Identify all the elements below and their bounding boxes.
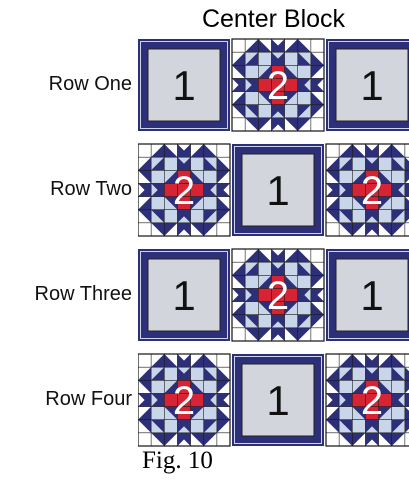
star-cell (339, 197, 352, 210)
block-number: 1 (172, 62, 195, 109)
star-cell (392, 380, 405, 393)
star-cell (245, 302, 258, 315)
framed-block-2: 1 (326, 39, 409, 131)
star-cell (151, 170, 164, 183)
row-label-three: Row Three (0, 282, 132, 306)
star-cell (298, 92, 311, 105)
block-number: 1 (266, 377, 289, 424)
framed-block-2: 1 (326, 249, 409, 341)
star-cell (245, 92, 258, 105)
block-number: 1 (172, 272, 195, 319)
star-cell (151, 197, 164, 210)
star-block-0: 2 (138, 354, 230, 446)
star-cell (245, 275, 258, 288)
framed-block-0: 1 (138, 39, 230, 131)
block-number: 1 (360, 62, 383, 109)
star-cell (232, 118, 245, 131)
star-cell (298, 302, 311, 315)
star-cell (217, 144, 230, 157)
star-cell (326, 144, 339, 157)
star-cell (298, 275, 311, 288)
block-number: 2 (173, 169, 195, 213)
star-cell (311, 118, 324, 131)
star-cell (311, 39, 324, 52)
star-cell (392, 407, 405, 420)
block-number: 1 (360, 272, 383, 319)
star-cell (339, 170, 352, 183)
block-number: 2 (361, 379, 383, 423)
star-cell (232, 328, 245, 341)
star-block-1: 2 (232, 249, 324, 341)
star-block-2: 2 (326, 354, 409, 446)
star-cell (217, 223, 230, 236)
star-cell (405, 223, 409, 236)
star-block-1: 2 (232, 39, 324, 131)
star-cell (151, 380, 164, 393)
row-label-one: Row One (0, 72, 132, 96)
row-label-two: Row Two (0, 177, 132, 201)
star-cell (392, 197, 405, 210)
star-cell (392, 170, 405, 183)
star-cell (245, 65, 258, 78)
star-block-0: 2 (138, 144, 230, 236)
star-cell (138, 223, 151, 236)
star-cell (138, 354, 151, 367)
star-cell (204, 407, 217, 420)
star-cell (204, 170, 217, 183)
star-cell (339, 380, 352, 393)
framed-block-0: 1 (138, 249, 230, 341)
quilt-row-two: 2 1 2 (138, 143, 409, 237)
star-block-2: 2 (326, 144, 409, 236)
center-block-label: Center Block (138, 4, 409, 34)
block-number: 2 (173, 379, 195, 423)
star-cell (217, 354, 230, 367)
quilt-row-four: 2 1 2 (138, 353, 409, 447)
star-cell (405, 144, 409, 157)
star-cell (298, 65, 311, 78)
framed-block-1: 1 (232, 354, 324, 446)
framed-block-1: 1 (232, 144, 324, 236)
star-cell (138, 433, 151, 446)
star-cell (204, 197, 217, 210)
block-number: 2 (267, 64, 289, 108)
star-cell (311, 249, 324, 262)
star-cell (405, 433, 409, 446)
row-label-four: Row Four (0, 387, 132, 411)
star-cell (232, 249, 245, 262)
star-cell (217, 433, 230, 446)
star-cell (326, 433, 339, 446)
block-number: 2 (267, 274, 289, 318)
star-cell (204, 380, 217, 393)
star-cell (326, 223, 339, 236)
star-cell (326, 354, 339, 367)
figure-caption: Fig. 10 (142, 447, 213, 475)
quilt-row-one: 1 2 1 (138, 38, 409, 132)
star-cell (311, 328, 324, 341)
star-cell (138, 144, 151, 157)
star-cell (151, 407, 164, 420)
block-number: 2 (361, 169, 383, 213)
quilt-row-three: 1 2 1 (138, 248, 409, 342)
block-number: 1 (266, 167, 289, 214)
star-cell (232, 39, 245, 52)
star-cell (405, 354, 409, 367)
star-cell (339, 407, 352, 420)
